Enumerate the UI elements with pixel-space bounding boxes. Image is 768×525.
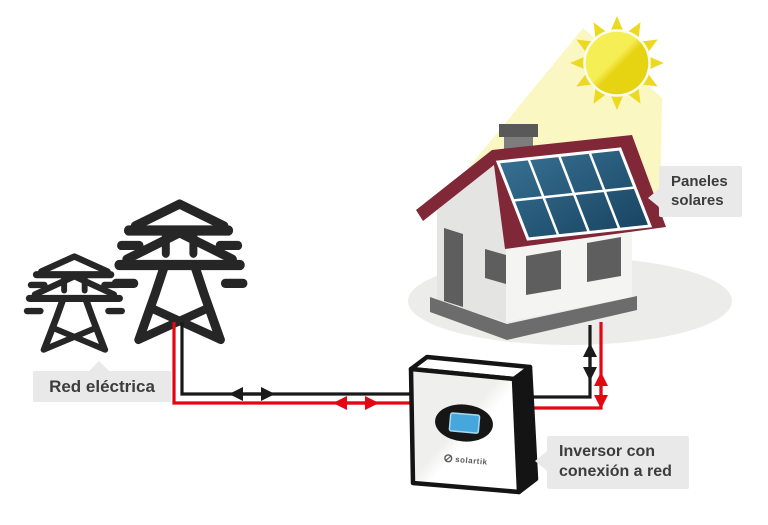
label-inversor: Inversor con conexión a red	[535, 436, 689, 489]
inverter-brand-logo: solartik	[444, 454, 488, 467]
house-base	[430, 297, 507, 340]
house-base	[507, 296, 637, 340]
transmission-tower-icon-large	[116, 204, 243, 340]
window	[485, 249, 506, 284]
door	[444, 228, 463, 307]
inverter-display	[435, 404, 493, 442]
label-paneles-line2: solares	[671, 192, 724, 209]
label-paneles-solares: Paneles solares	[648, 166, 742, 217]
label-inversor-line2: conexión a red	[559, 463, 672, 480]
sun-icon	[570, 16, 664, 110]
window	[587, 237, 621, 282]
callout-pointer	[88, 361, 110, 372]
solar-panel-array	[495, 147, 653, 241]
transmission-tower-icon-small	[27, 257, 122, 350]
inverter-brand-text: solartik	[455, 455, 488, 467]
roof-left-slope	[416, 150, 499, 221]
label-paneles-line1: Paneles	[671, 173, 728, 190]
house	[416, 124, 666, 340]
callout-pointer	[535, 451, 547, 471]
label-inversor-line1: Inversor con	[559, 443, 656, 460]
bidirectional-arrow-black-horizontal	[229, 387, 275, 401]
callout-pointer	[648, 189, 659, 207]
window	[526, 250, 561, 295]
bidirectional-arrow-black-vertical	[583, 343, 597, 381]
bidirectional-arrow-red-horizontal	[333, 396, 379, 410]
label-red-electrica: Red eléctrica	[33, 361, 171, 402]
bidirectional-arrow-red-vertical	[594, 372, 608, 409]
label-red-electrica-text: Red eléctrica	[49, 377, 155, 396]
